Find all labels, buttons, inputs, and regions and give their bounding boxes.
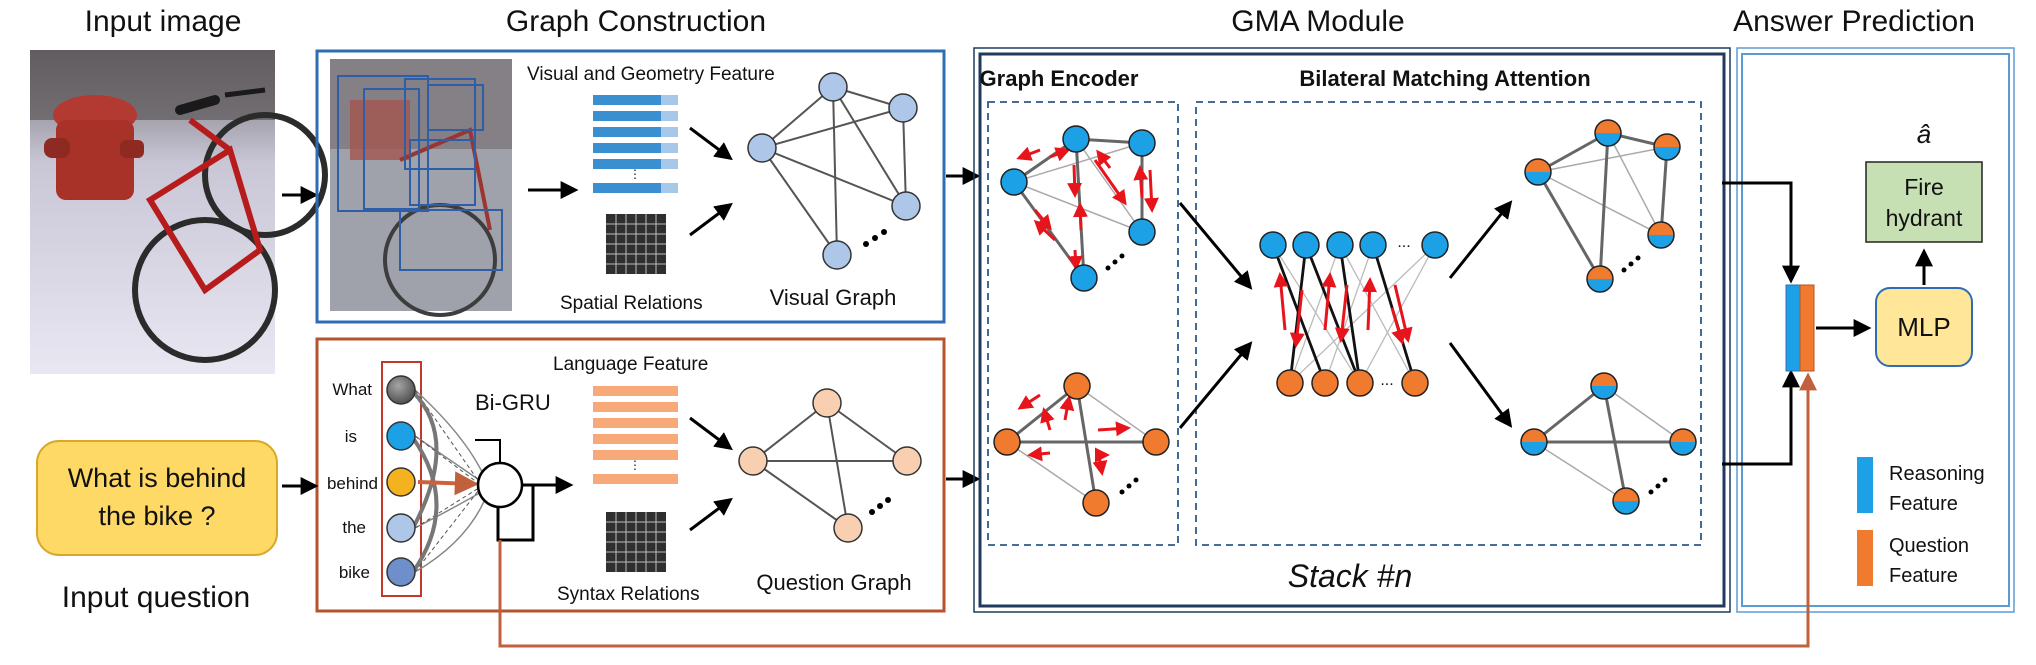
word-nodes bbox=[386, 375, 489, 587]
spatial-relations-grid-icon bbox=[606, 214, 666, 274]
encoder-question-graph bbox=[993, 372, 1170, 517]
section-title-input-image: Input image bbox=[85, 5, 242, 38]
legend-reasoning-line-2: Feature bbox=[1889, 493, 1958, 515]
word-label: is bbox=[345, 427, 357, 446]
answer-outer-box bbox=[1736, 47, 2015, 613]
bipartite-matching-graph: ... ... bbox=[1259, 231, 1449, 397]
visual-feature-label: Visual and Geometry Feature bbox=[527, 64, 775, 85]
syntax-relations-grid-icon bbox=[606, 512, 666, 572]
visual-graph-label: Visual Graph bbox=[770, 285, 897, 310]
legend-question-line-1: Question bbox=[1889, 535, 1969, 557]
output-question-graph bbox=[1520, 372, 1697, 515]
legend-question-line-2: Feature bbox=[1889, 565, 1958, 587]
legend-question-swatch bbox=[1857, 530, 1873, 586]
question-line-2: the bike ? bbox=[98, 501, 215, 531]
bigru-label: Bi-GRU bbox=[475, 390, 551, 415]
language-construction-box bbox=[315, 337, 946, 613]
word-label: What bbox=[332, 380, 372, 399]
bmatt-label: Bilateral Matching Attention bbox=[1299, 66, 1590, 91]
question-graph bbox=[738, 388, 922, 543]
graph-encoder-box bbox=[987, 101, 1179, 546]
arrow-lang-features-to-graph bbox=[689, 416, 733, 451]
arrow-relations-to-graph bbox=[689, 202, 733, 237]
arrow-encoder-to-bmatt-top bbox=[1178, 202, 1253, 290]
gma-module-outer-box bbox=[973, 47, 1731, 613]
section-title-graph-construction: Graph Construction bbox=[506, 5, 766, 38]
input-image bbox=[30, 50, 328, 374]
language-feature-label: Language Feature bbox=[553, 354, 708, 375]
question-graph-label: Question Graph bbox=[756, 570, 911, 595]
mlp-box bbox=[1875, 287, 1973, 367]
arrow-question-to-fusion bbox=[1722, 369, 1800, 466]
word-list: What is behind the bike bbox=[327, 380, 378, 582]
word-label: bike bbox=[339, 563, 370, 582]
answer-line-2: hydrant bbox=[1886, 205, 1963, 231]
visual-graph bbox=[747, 72, 921, 270]
word-embedding-column bbox=[381, 361, 422, 597]
fused-feature-vector bbox=[1785, 284, 1815, 372]
arrow-encoder-to-bmatt-bottom bbox=[1178, 341, 1253, 429]
word-label: the bbox=[342, 518, 366, 537]
arrow-features-to-graph bbox=[689, 126, 733, 161]
visual-feature-stack: ⋮ bbox=[593, 95, 678, 193]
ellipsis-top: ... bbox=[1397, 234, 1410, 251]
answer-box bbox=[1741, 53, 2010, 607]
graph-encoder-label: Graph Encoder bbox=[980, 66, 1139, 91]
legend: Reasoning Feature Question Feature bbox=[1857, 457, 1985, 587]
question-line-1: What is behind bbox=[68, 463, 247, 493]
svg-text:⋮: ⋮ bbox=[629, 167, 641, 181]
section-title-input-question: Input question bbox=[62, 581, 250, 614]
visual-construction-box bbox=[315, 49, 946, 324]
encoder-visual-graph bbox=[1000, 125, 1159, 292]
question-skip-connection bbox=[498, 372, 1817, 648]
legend-reasoning-line-1: Reasoning bbox=[1889, 463, 1985, 485]
arrow-syntax-to-graph bbox=[689, 497, 733, 532]
arrow-bmatt-to-visual-out bbox=[1448, 200, 1513, 279]
arrow-visual-to-fusion bbox=[1722, 181, 1800, 284]
mlp-label: MLP bbox=[1897, 312, 1950, 342]
bmatt-box bbox=[1195, 101, 1702, 546]
bigru-cell bbox=[475, 439, 574, 542]
answer-line-1: Fire bbox=[1904, 174, 1944, 200]
legend-reasoning-swatch bbox=[1857, 457, 1873, 513]
question-box bbox=[36, 440, 278, 556]
syntax-relations-label: Syntax Relations bbox=[557, 584, 700, 605]
ellipsis-bottom: ... bbox=[1380, 372, 1393, 389]
arrow-bmatt-to-question-out bbox=[1448, 342, 1513, 428]
stack-label: Stack #n bbox=[1288, 558, 1413, 594]
language-feature-stack: ⋮ bbox=[593, 386, 678, 484]
visual-region-image bbox=[330, 59, 512, 317]
section-title-gma-module: GMA Module bbox=[1231, 5, 1404, 38]
section-title-answer-prediction: Answer Prediction bbox=[1733, 5, 1975, 38]
answer-symbol: â bbox=[1917, 119, 1931, 149]
svg-text:⋮: ⋮ bbox=[629, 458, 641, 472]
spatial-relations-label: Spatial Relations bbox=[560, 293, 703, 314]
answer-output-box bbox=[1865, 161, 1983, 243]
output-visual-graph bbox=[1524, 119, 1681, 293]
word-label: behind bbox=[327, 474, 378, 493]
gma-module-box bbox=[978, 52, 1726, 608]
